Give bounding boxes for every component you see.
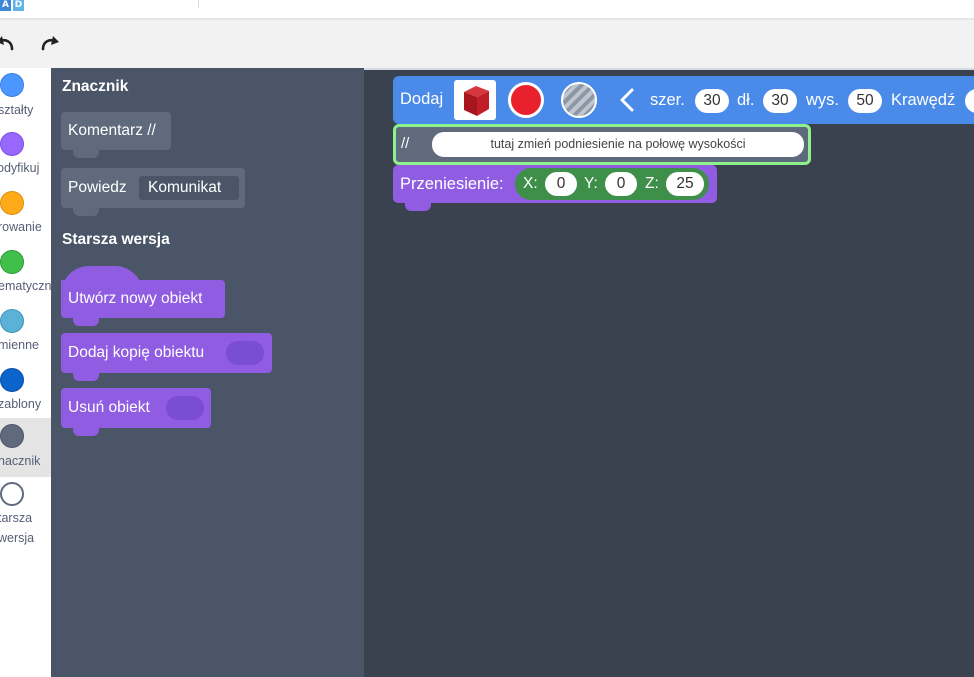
create-object-block[interactable]: Utwórz nowy obiekt xyxy=(61,266,225,326)
comment-prefix: // xyxy=(401,135,410,152)
x-label: X: xyxy=(523,175,538,192)
category-label: nacznik xyxy=(0,454,41,468)
category-matematyczne[interactable]: ematyczne xyxy=(0,245,51,304)
divider xyxy=(198,0,199,8)
category-color-icon xyxy=(0,424,24,448)
length-label: dł. xyxy=(737,91,755,109)
category-label: zablony xyxy=(0,397,42,411)
comment-text-field[interactable]: tutaj zmień podniesienie na połowę wysok… xyxy=(432,132,804,157)
category-label: ształty xyxy=(0,103,34,117)
category-color-icon xyxy=(0,73,24,97)
say-block-label: Powiedz xyxy=(68,179,127,196)
block-notch xyxy=(73,317,99,326)
logo-letter-a: A xyxy=(0,0,11,11)
block-notch xyxy=(73,207,99,216)
block-notch xyxy=(73,149,99,158)
say-message-field[interactable]: Komunikat xyxy=(139,176,239,200)
comment-text: tutaj zmień podniesienie na połowę wysok… xyxy=(490,137,746,151)
chevron-left-icon[interactable] xyxy=(619,88,635,112)
category-label: odyfikuj xyxy=(0,161,40,175)
top-bar: A D xyxy=(0,0,974,20)
block-notch xyxy=(73,372,99,381)
category-sidebar: ształty odyfikuj rowanie ematyczne mienn… xyxy=(0,68,51,677)
delete-object-label: Usuń obiekt xyxy=(68,399,150,416)
delete-object-slot[interactable] xyxy=(166,396,204,420)
flyout-heading-starsza-wersja: Starsza wersja xyxy=(62,231,170,248)
say-message-value: Komunikat xyxy=(148,179,222,196)
add-block-label: Dodaj xyxy=(400,90,444,108)
color-picker[interactable] xyxy=(508,82,544,118)
copy-object-block[interactable]: Dodaj kopię obiektu xyxy=(61,333,272,381)
workspace-top-edge xyxy=(364,68,974,70)
toolbar xyxy=(0,20,974,68)
length-input[interactable]: 30 xyxy=(763,89,797,113)
say-block[interactable]: Powiedz Komunikat xyxy=(61,168,245,216)
category-zmienne[interactable]: mienne xyxy=(0,304,51,363)
translate-label: Przeniesienie: xyxy=(400,175,504,193)
y-input[interactable]: 0 xyxy=(605,172,637,196)
redo-icon[interactable] xyxy=(38,30,64,56)
shape-picker[interactable] xyxy=(454,80,496,120)
add-shape-block[interactable]: Dodaj szer. 30 dł. 30 wys. 50 Krawędź xyxy=(393,76,974,124)
comment-block-instance[interactable]: // tutaj zmień podniesienie na połowę wy… xyxy=(393,124,811,165)
flyout-heading-znacznik: Znacznik xyxy=(62,78,129,95)
create-object-label: Utwórz nowy obiekt xyxy=(68,290,203,307)
category-color-icon xyxy=(0,191,24,215)
translate-block[interactable]: Przeniesienie: X: 0 Y: 0 Z: 25 xyxy=(393,165,717,211)
hat-cap xyxy=(61,266,143,294)
copy-object-slot[interactable] xyxy=(226,341,264,365)
y-label: Y: xyxy=(584,175,598,192)
category-label: mienne xyxy=(0,338,39,352)
category-label: tarsza xyxy=(0,511,33,525)
edge-label: Krawędź xyxy=(891,91,956,109)
cube-icon xyxy=(464,86,489,116)
block-notch xyxy=(405,202,431,211)
block-flyout: Znacznik Komentarz // Powiedz Komunikat … xyxy=(51,68,364,677)
category-starsza-wersja[interactable]: tarsza wersja xyxy=(0,477,51,557)
width-input[interactable]: 30 xyxy=(695,89,729,113)
delete-object-block[interactable]: Usuń obiekt xyxy=(61,388,211,436)
width-label: szer. xyxy=(650,91,685,109)
category-label: rowanie xyxy=(0,220,42,234)
texture-picker[interactable] xyxy=(561,82,597,118)
z-input[interactable]: 25 xyxy=(666,172,704,196)
category-color-icon xyxy=(0,250,24,274)
z-label: Z: xyxy=(645,175,659,192)
category-color-icon xyxy=(0,309,24,333)
category-label-line2: wersja xyxy=(0,531,35,545)
x-input[interactable]: 0 xyxy=(545,172,577,196)
category-znacznik[interactable]: nacznik xyxy=(0,418,51,477)
logo-letter-d: D xyxy=(13,0,24,11)
category-szablony[interactable]: zablony xyxy=(0,363,51,422)
comment-block-label: Komentarz // xyxy=(68,122,156,139)
category-modyfikuj[interactable]: odyfikuj xyxy=(0,127,51,186)
copy-object-label: Dodaj kopię obiektu xyxy=(68,344,205,361)
category-label: ematyczne xyxy=(0,279,51,293)
workspace[interactable]: Dodaj szer. 30 dł. 30 wys. 50 Krawędź //… xyxy=(364,68,974,677)
edge-input[interactable] xyxy=(965,89,974,113)
category-color-icon xyxy=(0,132,24,156)
category-sterowanie[interactable]: rowanie xyxy=(0,186,51,245)
undo-icon[interactable] xyxy=(0,30,18,56)
category-color-icon xyxy=(0,368,24,392)
vector-reporter[interactable]: X: 0 Y: 0 Z: 25 xyxy=(515,168,709,200)
block-notch xyxy=(73,427,99,436)
category-color-icon xyxy=(0,482,24,506)
height-input[interactable]: 50 xyxy=(848,89,882,113)
height-label: wys. xyxy=(806,91,839,109)
category-ksztalty[interactable]: ształty xyxy=(0,68,51,127)
comment-block[interactable]: Komentarz // xyxy=(61,112,171,158)
